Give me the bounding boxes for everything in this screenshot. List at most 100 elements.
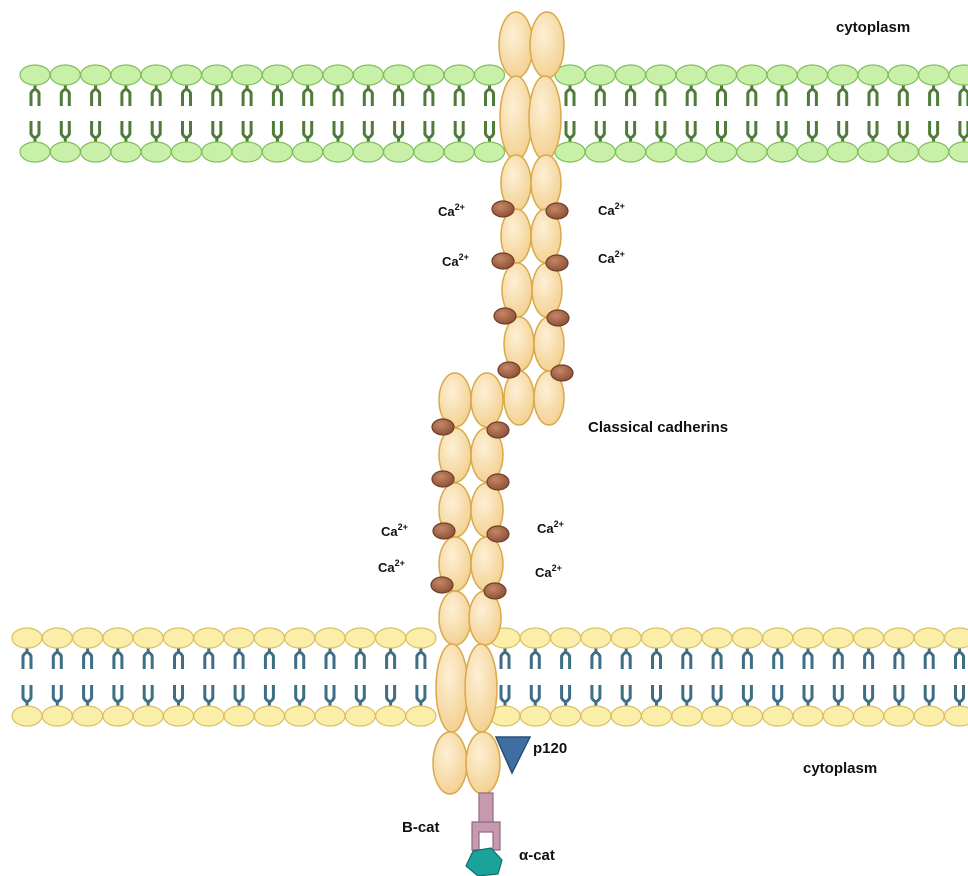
lipid-head [555,142,585,162]
phospholipid [585,65,615,162]
calcium-ion [546,255,568,271]
lipid-head [888,65,918,85]
lipid-head [646,65,676,85]
lipid-tail [925,653,933,670]
lipid-tail [718,121,726,138]
phospholipid [672,628,702,726]
lipid-tail [273,90,281,107]
lipid-head [406,628,436,648]
lipid-head [611,706,641,726]
lipid-head [42,706,72,726]
cadherin-domain [439,591,471,645]
phospholipid [141,65,171,162]
phospholipid [676,65,706,162]
p120-shape [496,737,530,773]
lipid-tail [869,121,877,138]
phospholipid [42,628,72,726]
calcium-ion [432,471,454,487]
phospholipid [73,628,103,726]
lipid-tail [748,121,756,138]
phospholipid [732,628,762,726]
alpha-cat-shape [466,848,502,876]
lipid-head [285,628,315,648]
calcium-ion [551,365,573,381]
lipid-head [949,65,968,85]
phospholipid [81,65,111,162]
top-cell-membrane [20,65,968,162]
lipid-tail [713,653,721,670]
cadherin-domain [530,12,564,78]
lipid-head [262,142,292,162]
phospholipid [797,65,827,162]
cadherin-domain [433,732,467,794]
cadherin-domain [529,76,561,160]
phospholipid [581,628,611,726]
lipid-tail [531,653,539,670]
lipid-tail [243,121,251,138]
lipid-tail [23,653,31,670]
phospholipid [854,628,884,726]
phospholipid [285,628,315,726]
lipid-head [20,142,50,162]
lipid-head [414,65,444,85]
phospholipid [315,628,345,726]
lipid-tail [296,685,304,702]
lipid-head [797,142,827,162]
lipid-tail [356,685,364,702]
lipid-tail [930,90,938,107]
lipid-head [111,65,141,85]
lipid-head [42,628,72,648]
calcium-ion [547,310,569,326]
lipid-head [854,628,884,648]
lipid-head [172,142,202,162]
calcium-label: Ca2+ [378,558,405,575]
lipid-head [232,142,262,162]
lipid-tail [774,653,782,670]
lipid-tail [183,90,191,107]
lipid-tail [23,685,31,702]
lipid-tail [925,685,933,702]
cadherin-domain [500,76,532,160]
lipid-tail [425,121,433,138]
lipid-tail [31,90,39,107]
phospholipid [133,628,163,726]
lipid-tail [895,653,903,670]
calcium-ion [431,577,453,593]
phospholipid [767,65,797,162]
lipid-head [254,628,284,648]
lipid-head [797,65,827,85]
lipid-tail [743,685,751,702]
lipid-head [141,65,171,85]
lipid-tail [834,685,842,702]
lipid-head [262,65,292,85]
lipid-tail [627,90,635,107]
cytoplasm-bottom-label: cytoplasm [803,760,877,777]
lipid-tail [808,121,816,138]
lipid-tail [596,121,604,138]
lipid-tail [296,653,304,670]
lipid-tail [455,90,463,107]
cadherin-domain [504,371,534,425]
lipid-tail [364,121,372,138]
lipid-head [763,628,793,648]
lipid-tail [501,685,509,702]
lipid-tail [748,90,756,107]
calcium-ion [487,422,509,438]
lipid-head [949,142,968,162]
phospholipid [945,628,968,726]
calcium-ion [492,253,514,269]
phospholipid [702,628,732,726]
lipid-tail [683,685,691,702]
lipid-head [672,628,702,648]
calcium-label: Ca2+ [442,252,469,269]
lipid-head [323,142,353,162]
lipid-head [676,65,706,85]
classical-cadherin-dimers [433,12,564,794]
lipid-tail [387,685,395,702]
lipid-tail [778,90,786,107]
lipid-tail [144,685,152,702]
phospholipid [551,628,581,726]
phospholipid [12,628,42,726]
lipid-tail [417,685,425,702]
classical-cadherins-label: Classical cadherins [588,419,728,436]
